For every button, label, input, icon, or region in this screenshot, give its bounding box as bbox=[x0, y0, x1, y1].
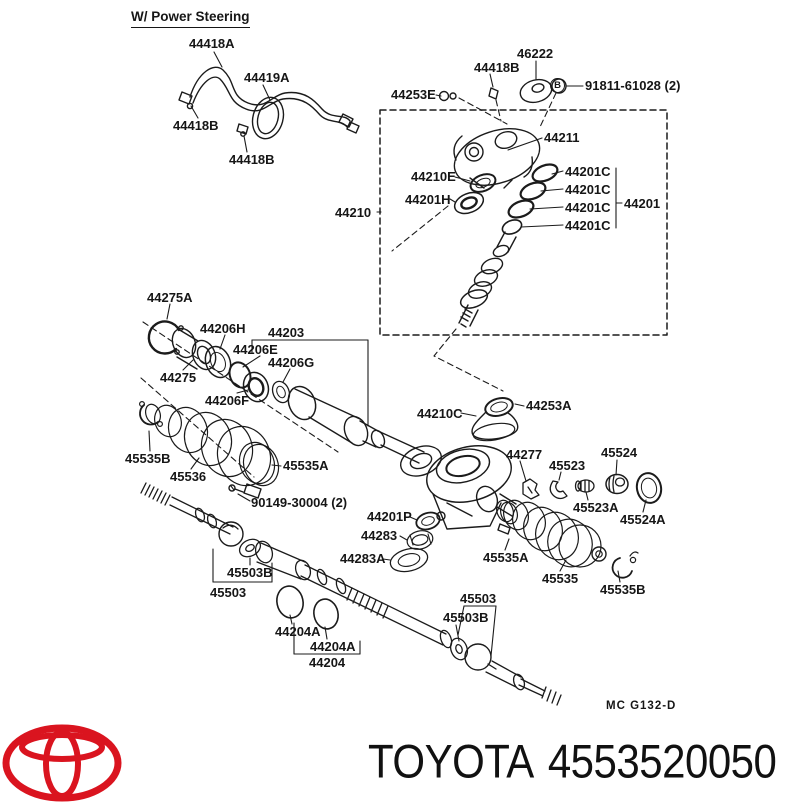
part-label-45535: 45535 bbox=[542, 571, 579, 586]
part-label-44210e: 44210E bbox=[411, 169, 456, 184]
part-label-44253e: 44253E bbox=[391, 87, 436, 102]
part-label-44418a: 44418A bbox=[189, 36, 235, 51]
part-label-45535a: 45535A bbox=[483, 550, 529, 565]
leader-lines bbox=[148, 51, 647, 657]
part-label-45503b: 45503B bbox=[227, 565, 273, 580]
part-label-44418b: 44418B bbox=[229, 152, 275, 167]
rack-o-rings-drawing bbox=[276, 585, 339, 630]
valve-seal-rings-drawing bbox=[453, 163, 559, 219]
detail-box bbox=[379, 109, 668, 336]
part-label-44201p: 44201P bbox=[367, 509, 412, 524]
part-label-91811-61028-2-: 91811-61028 (2) bbox=[585, 78, 681, 93]
brand-text: TOYOTA bbox=[368, 735, 534, 788]
part-label-44201c: 44201C bbox=[565, 218, 611, 233]
part-label-44283a: 44283A bbox=[340, 551, 386, 566]
part-label-44283: 44283 bbox=[361, 528, 398, 543]
part-label-44418b: 44418B bbox=[173, 118, 219, 133]
part-label-44204: 44204 bbox=[309, 655, 346, 670]
part-label-44206e: 44206E bbox=[233, 342, 278, 357]
part-label-44201c: 44201C bbox=[565, 164, 611, 179]
section-title: W/ Power Steering bbox=[131, 9, 250, 28]
part-label-44210c: 44210C bbox=[417, 406, 463, 421]
pinion-bearing-parts-drawing bbox=[147, 320, 386, 449]
toyota-logo-icon bbox=[2, 724, 122, 802]
part-label-45535b: 45535B bbox=[600, 582, 646, 597]
mid-seals-drawing bbox=[389, 511, 441, 573]
part-label-45503b: 45503B bbox=[443, 610, 489, 625]
part-label-44275a: 44275A bbox=[147, 290, 193, 305]
part-label-44211: 44211 bbox=[544, 130, 580, 145]
right-small-parts-drawing bbox=[522, 472, 663, 504]
part-label-44201: 44201 bbox=[624, 196, 661, 211]
part-label-46222: 46222 bbox=[517, 46, 554, 61]
part-label-44204a: 44204A bbox=[275, 624, 321, 639]
part-label-45503: 45503 bbox=[210, 585, 247, 600]
part-label-45523a: 45523A bbox=[573, 500, 619, 515]
part-label-44201c: 44201C bbox=[565, 200, 611, 215]
part-label-45536: 45536 bbox=[170, 469, 207, 484]
diagram-code: MC G132-D bbox=[606, 700, 677, 712]
part-label-45503: 45503 bbox=[460, 591, 497, 606]
rack-housing-drawing bbox=[377, 430, 517, 530]
valve-cap-and-fasteners-drawing bbox=[438, 78, 567, 104]
part-label-44210: 44210 bbox=[335, 205, 372, 220]
dust-cover-drawing bbox=[471, 397, 519, 442]
part-label-45524: 45524 bbox=[601, 445, 638, 460]
part-number-text: 4553520050 bbox=[547, 735, 777, 788]
part-label-44201h: 44201H bbox=[405, 192, 451, 207]
part-label-45523: 45523 bbox=[549, 458, 586, 473]
part-label-44253a: 44253A bbox=[526, 398, 572, 413]
part-label-44206f: 44206F bbox=[205, 393, 250, 408]
part-label-44275: 44275 bbox=[160, 370, 197, 385]
right-tie-rod-drawing bbox=[449, 637, 562, 706]
part-label-44206g: 44206G bbox=[268, 355, 315, 370]
part-label-44277: 44277 bbox=[506, 447, 543, 462]
bolt-badge: B bbox=[550, 78, 565, 93]
pressure-tubes-drawing bbox=[178, 66, 360, 140]
part-label-90149-30004-2-: 90149-30004 (2) bbox=[251, 495, 348, 510]
right-boot-drawing bbox=[495, 499, 639, 579]
part-label-45535b: 45535B bbox=[125, 451, 171, 466]
part-label-44419a: 44419A bbox=[244, 70, 290, 85]
part-label-44201c: 44201C bbox=[565, 182, 611, 197]
left-tie-rod-drawing bbox=[140, 482, 453, 649]
part-label-44206h: 44206H bbox=[200, 321, 246, 336]
part-label-45524a: 45524A bbox=[620, 512, 666, 527]
part-label-44203: 44203 bbox=[268, 325, 305, 340]
valve-shaft-drawing bbox=[458, 219, 523, 328]
construction-lines bbox=[140, 92, 557, 478]
part-label-44204a: 44204A bbox=[310, 639, 356, 654]
left-boot-drawing bbox=[139, 401, 280, 499]
part-label-45535a: 45535A bbox=[283, 458, 329, 473]
part-label-44418b: 44418B bbox=[474, 60, 520, 75]
